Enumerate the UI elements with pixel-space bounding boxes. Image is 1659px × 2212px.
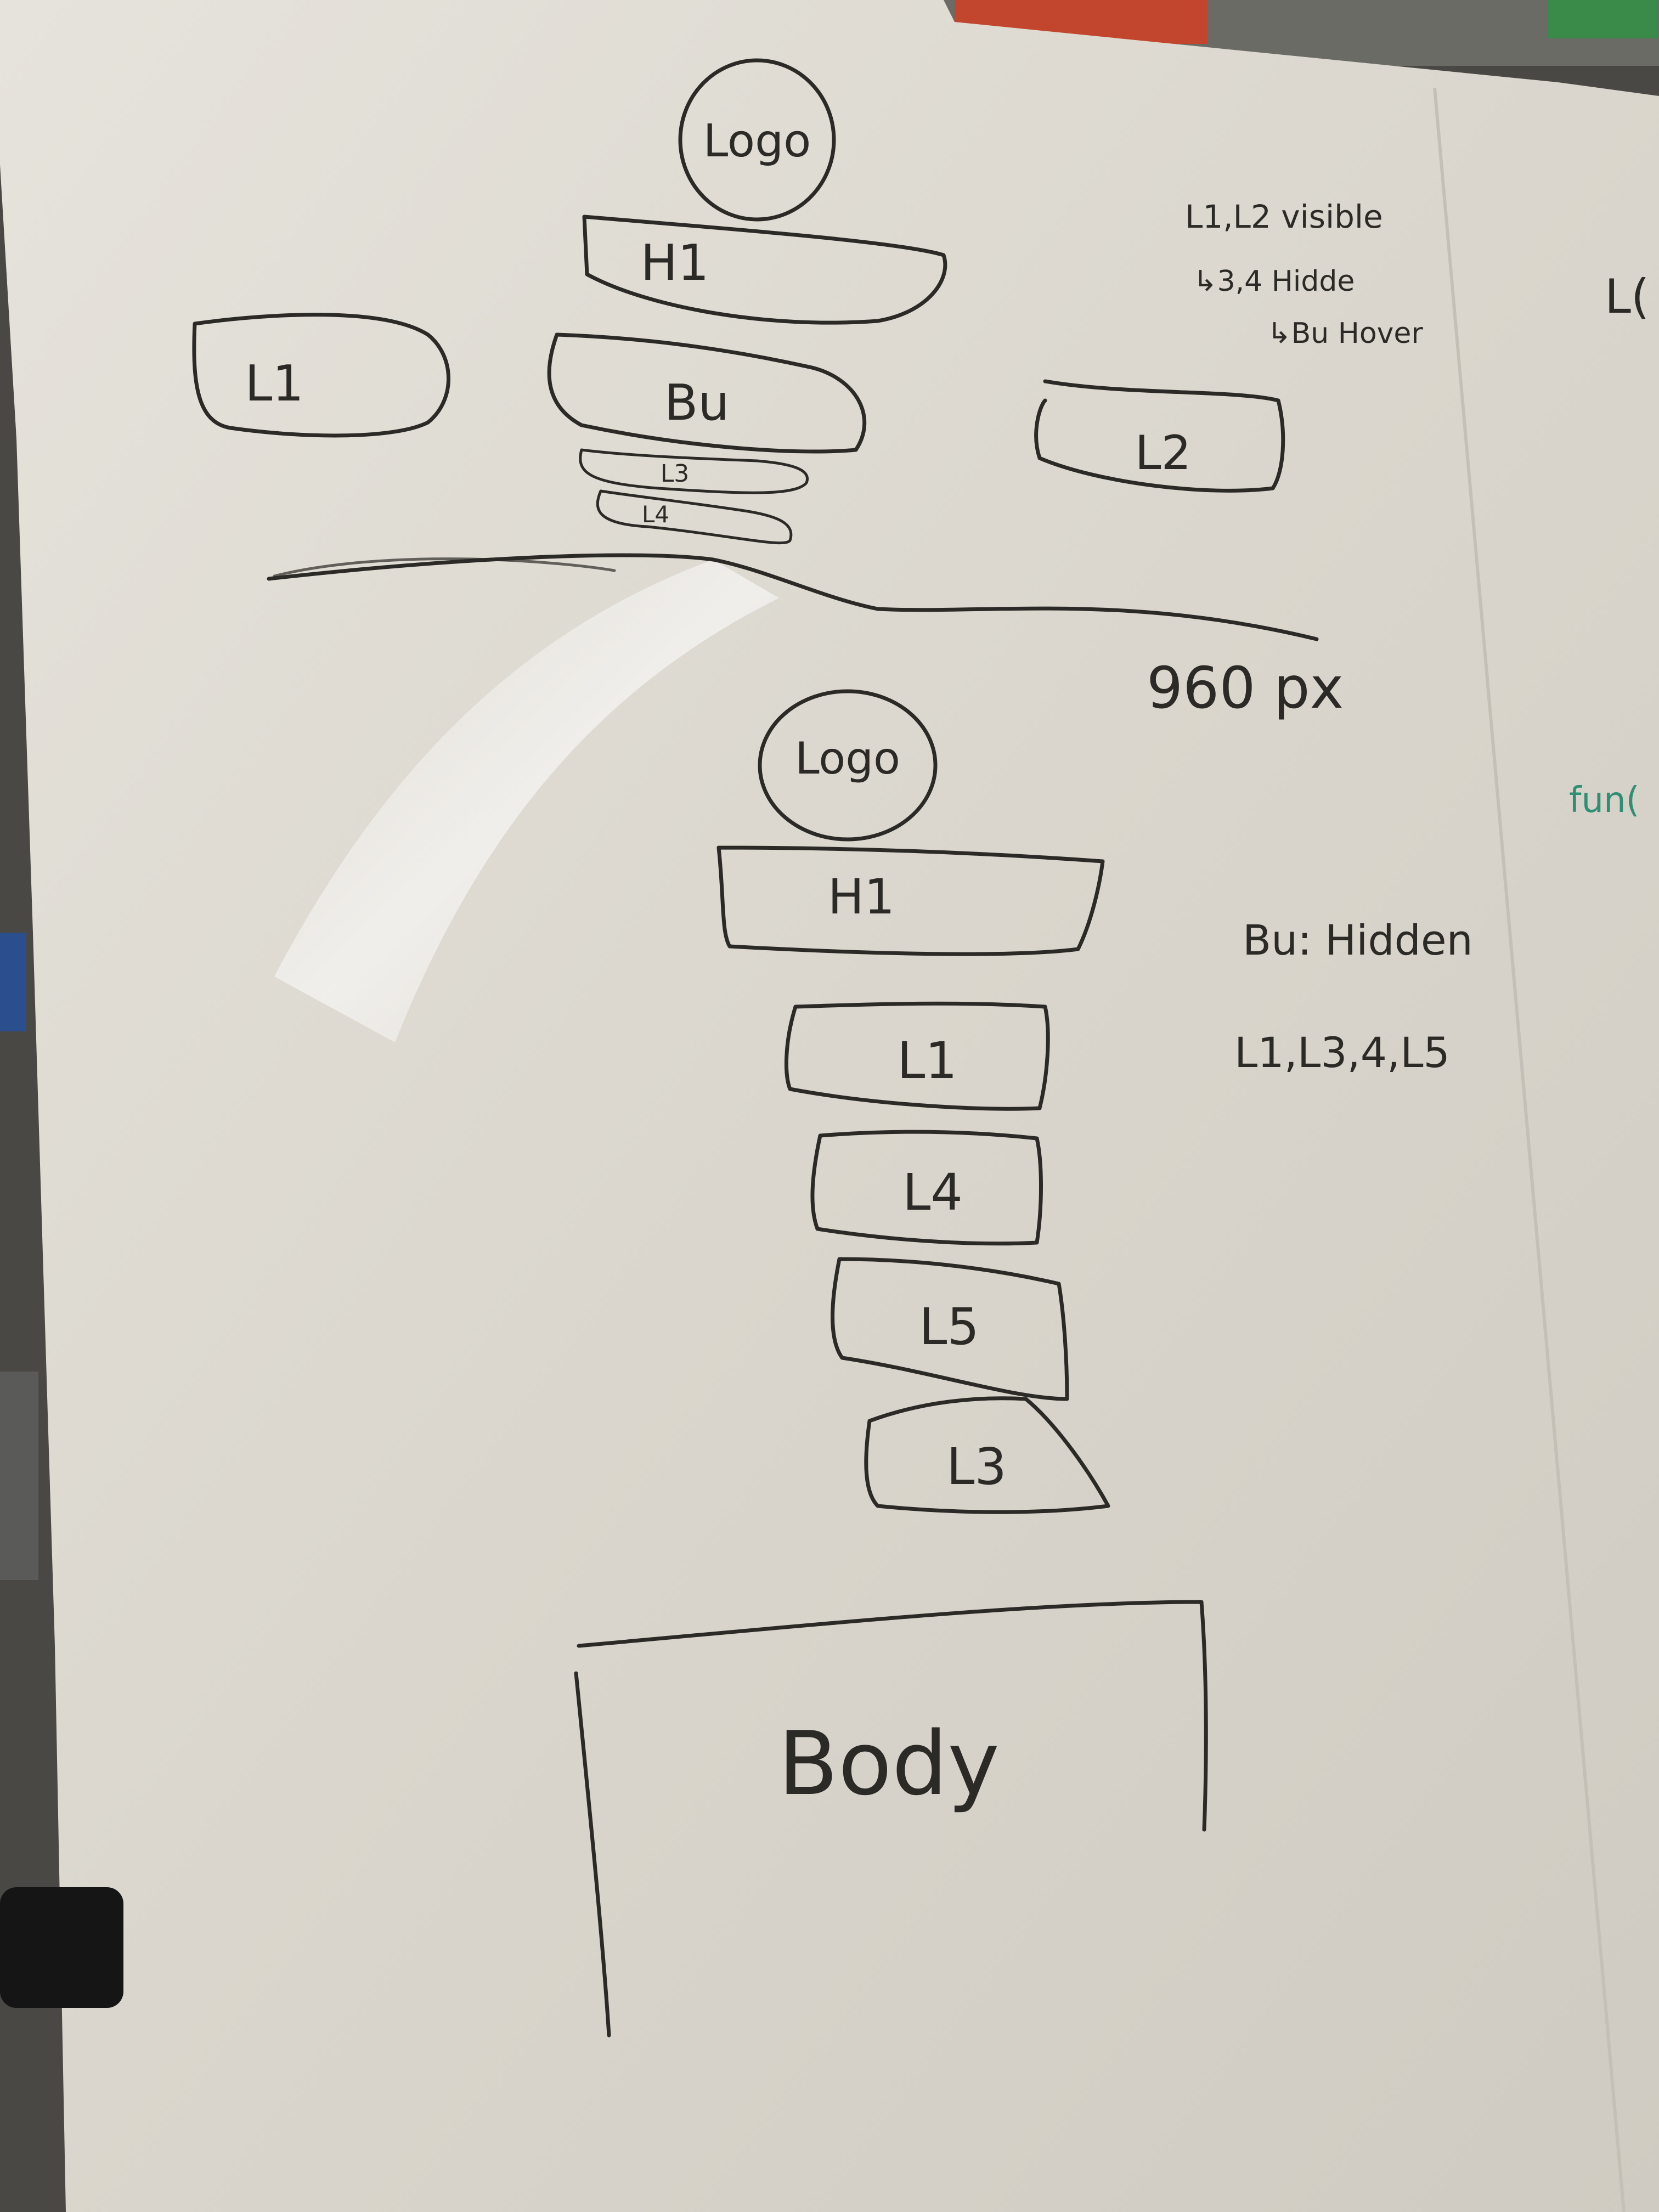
- mobile-link-3: L5: [831, 1257, 1069, 1401]
- mobile-link-1-label: L1: [897, 1031, 957, 1090]
- mobile-h1-box: H1: [716, 845, 1105, 956]
- mobile-notes: Bu: Hidden L1,L3,4,L5: [1234, 916, 1473, 1077]
- body-label: Body: [778, 1712, 1000, 1815]
- desktop-logo-label: Logo: [703, 115, 811, 167]
- mobile-link-4: L3: [864, 1396, 1110, 1514]
- desktop-dropdown-l3: L3: [579, 448, 809, 494]
- panel-seam: [1433, 87, 1626, 2212]
- note-visible: L1,L2 visible: [1185, 198, 1383, 235]
- desktop-notes: L1,L2 visible ↳3,4 Hidde ↳Bu Hover: [1185, 198, 1423, 350]
- desktop-l3-label: L3: [661, 460, 690, 488]
- desktop-link-l1: L1: [192, 313, 450, 438]
- mobile-link-2: L4: [810, 1130, 1043, 1246]
- mobile-link-2-label: L4: [902, 1163, 963, 1222]
- body-block: Body: [574, 1600, 1208, 2038]
- board-clip: [0, 1887, 123, 2008]
- desktop-l2-label: L2: [1135, 426, 1192, 481]
- poster-green-car: [1547, 0, 1657, 38]
- mobile-link-4-label: L3: [946, 1437, 1007, 1496]
- desktop-h1-label: H1: [641, 234, 709, 292]
- left-edge-poster: [0, 933, 26, 1031]
- breakpoint-label: 960 px: [1147, 654, 1344, 721]
- mobile-link-3-label: L5: [919, 1297, 979, 1356]
- cutoff-text-green: fun(: [1569, 780, 1640, 821]
- desktop-button-bu: Bu: [547, 332, 867, 454]
- desktop-l4-label: L4: [642, 501, 669, 528]
- mobile-h1-label: H1: [828, 868, 895, 925]
- breakpoint-divider: 960 px: [267, 553, 1344, 721]
- note-hover: ↳Bu Hover: [1267, 317, 1423, 350]
- desktop-logo: Logo: [678, 58, 836, 222]
- mobile-logo: Logo: [758, 689, 938, 842]
- mobile-note-links: L1,L3,4,L5: [1234, 1028, 1450, 1077]
- desktop-l1-label: L1: [245, 355, 303, 413]
- mobile-note-hidden: Bu: Hidden: [1243, 916, 1473, 964]
- light-glare: [274, 560, 779, 1042]
- left-edge-photo: [0, 1372, 38, 1580]
- mobile-layout-sketch: Logo H1 L1 L4 L5 L3 Bu: Hidden L1,L3,4,L…: [716, 689, 1473, 1514]
- desktop-h1-box: H1: [582, 215, 947, 325]
- mobile-logo-label: Logo: [795, 733, 900, 784]
- cutoff-text-top: L(: [1605, 269, 1649, 324]
- desktop-dropdown-l4: L4: [596, 489, 793, 545]
- note-hidden: ↳3,4 Hidde: [1193, 265, 1355, 298]
- desktop-layout-sketch: Logo H1 L1 Bu L2 L3 L4: [192, 58, 1423, 545]
- glare-streak: [273, 557, 616, 578]
- mobile-link-1: L1: [784, 1001, 1050, 1111]
- desktop-link-l2: L2: [1034, 379, 1285, 493]
- desktop-bu-label: Bu: [664, 374, 730, 432]
